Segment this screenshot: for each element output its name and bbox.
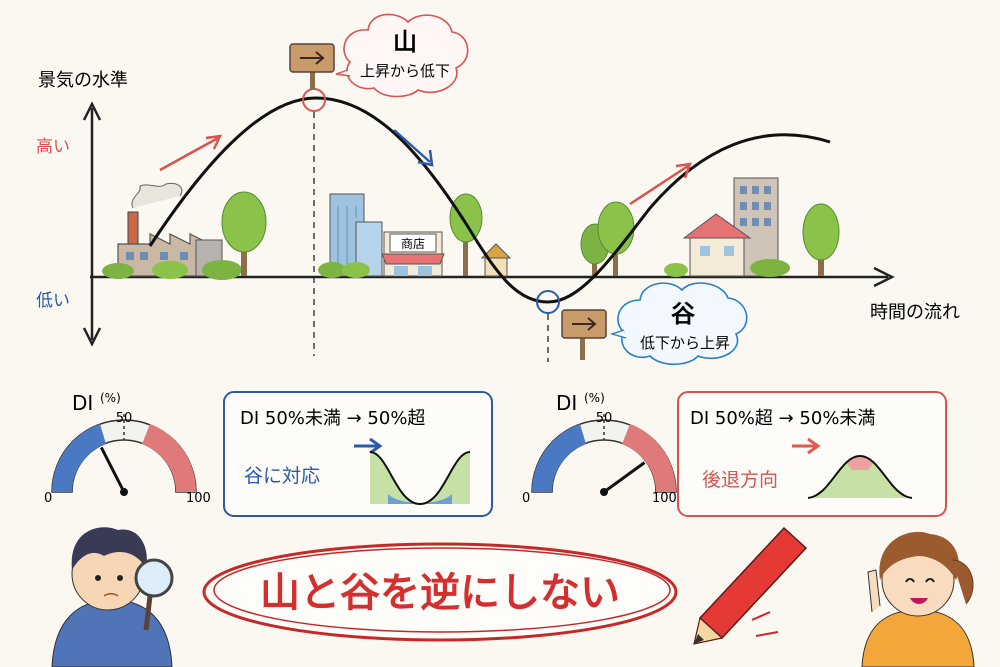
peak-box-top bbox=[846, 457, 874, 470]
pencil-icon bbox=[693, 526, 808, 645]
right-gauge-min: 0 bbox=[522, 491, 530, 506]
shop-window bbox=[394, 266, 408, 276]
factory-window bbox=[180, 252, 188, 260]
girl-pointing bbox=[861, 531, 975, 667]
peak-explanation-box: DI 50%超 → 50%未満 後退方向 bbox=[677, 391, 947, 517]
peak-box-curve bbox=[807, 454, 913, 499]
factory-window bbox=[160, 252, 168, 260]
left-gauge-mid: 50 bbox=[116, 411, 133, 426]
bush bbox=[152, 261, 188, 279]
peak-box-caption: 後退方向 bbox=[702, 469, 778, 491]
magnifying-glass-icon bbox=[134, 558, 174, 598]
x-axis-title: 時間の流れ bbox=[870, 302, 960, 323]
trough-box-fill bbox=[370, 452, 470, 504]
left-gauge-title: DI bbox=[72, 391, 93, 415]
left-gauge-blue-zone bbox=[51, 424, 106, 492]
shop-signboard bbox=[389, 233, 437, 253]
factory-chimney bbox=[127, 211, 139, 249]
y-low-label: 低い bbox=[36, 291, 70, 311]
rising-arrow-left bbox=[159, 136, 219, 172]
girl-shirt bbox=[861, 609, 975, 667]
rising-arrow-right bbox=[629, 164, 689, 206]
business-cycle-curve bbox=[148, 96, 831, 304]
house-body bbox=[689, 237, 745, 277]
trough-box-bottom bbox=[388, 494, 452, 504]
trough-title: 谷 bbox=[671, 300, 696, 328]
trough-box-arrow-icon bbox=[354, 437, 383, 455]
girl-ponytail bbox=[951, 559, 974, 605]
magnifier-handle bbox=[143, 595, 153, 631]
peak-marker: 山 上昇から低下 bbox=[289, 13, 469, 356]
right-gauge-needle bbox=[603, 461, 646, 494]
right-gauge-title: DI bbox=[556, 391, 577, 415]
trough-box-caption: 谷に対応 bbox=[244, 465, 320, 487]
girl-hair bbox=[879, 531, 959, 580]
main-message-banner: 山と谷を逆にしない bbox=[202, 542, 678, 642]
factory-smoke bbox=[131, 183, 183, 209]
bush bbox=[750, 259, 790, 277]
banner-ellipse bbox=[202, 542, 678, 642]
peak-title: 山 bbox=[393, 28, 417, 56]
office-buildings bbox=[318, 193, 383, 278]
left-gauge-needle bbox=[99, 446, 126, 493]
banner-ellipse-inner bbox=[213, 547, 671, 633]
right-gauge-unit: (%) bbox=[584, 391, 605, 405]
trough-marker: 谷 低下から上昇 bbox=[536, 282, 748, 366]
y-high-label: 高い bbox=[36, 137, 70, 157]
bush bbox=[664, 263, 688, 277]
falling-arrow bbox=[393, 129, 431, 163]
trough-sign-arrow-icon bbox=[572, 317, 597, 331]
peak-sign-arrow-icon bbox=[300, 51, 325, 65]
peak-cloud-bubble bbox=[343, 13, 469, 98]
peak-box-arrow-icon bbox=[792, 437, 821, 455]
trough-box-curve bbox=[369, 451, 471, 506]
left-gauge-max: 100 bbox=[186, 491, 211, 506]
bush bbox=[202, 260, 242, 280]
trough-box-frame bbox=[223, 391, 493, 517]
y-axis-arrow-up bbox=[82, 101, 102, 121]
right-di-gauge: DI (%) 0 50 100 bbox=[522, 391, 677, 506]
trough-sign-post bbox=[580, 330, 585, 360]
factory-window bbox=[140, 252, 148, 260]
right-city bbox=[664, 177, 790, 277]
right-gauge-red-zone bbox=[622, 424, 677, 492]
left-gauge-unit: (%) bbox=[100, 391, 121, 405]
shop-illustration: 商店 bbox=[381, 231, 445, 277]
peak-box-fill bbox=[808, 456, 912, 498]
factory-window bbox=[126, 252, 134, 260]
left-gauge-min: 0 bbox=[44, 491, 52, 506]
tree bbox=[221, 191, 267, 276]
trend-arrows bbox=[159, 129, 692, 206]
trough-circle bbox=[536, 290, 560, 314]
trough-description: 低下から上昇 bbox=[640, 334, 730, 352]
right-gauge-mid: 50 bbox=[596, 411, 613, 426]
bush bbox=[342, 262, 370, 278]
boy-hair bbox=[71, 527, 147, 570]
peak-box-rule: DI 50%超 → 50%未満 bbox=[690, 408, 875, 429]
peak-description: 上昇から低下 bbox=[360, 62, 450, 80]
peak-sign-post bbox=[310, 60, 315, 90]
y-axis-title: 景気の水準 bbox=[38, 70, 128, 91]
shop-awning bbox=[381, 253, 445, 265]
right-gauge-max: 100 bbox=[652, 491, 677, 506]
trough-box-rule: DI 50%未満 → 50%超 bbox=[240, 408, 425, 429]
bush bbox=[102, 263, 134, 279]
tree bbox=[802, 203, 840, 276]
banner-text: 山と谷を逆にしない bbox=[260, 570, 620, 616]
x-axis-arrow bbox=[873, 266, 895, 288]
shop-window bbox=[418, 266, 432, 276]
tree bbox=[449, 193, 483, 276]
girl-pointing-hand bbox=[867, 569, 881, 613]
bush bbox=[318, 262, 346, 278]
trough-explanation-box: DI 50%未満 → 50%超 谷に対応 bbox=[223, 391, 493, 517]
left-di-gauge: DI (%) 0 50 100 bbox=[44, 391, 211, 506]
shop-sign-text: 商店 bbox=[401, 236, 425, 251]
y-axis-arrow-down bbox=[82, 327, 102, 347]
left-gauge-red-zone bbox=[142, 424, 197, 492]
boy-with-magnifier bbox=[51, 527, 174, 667]
factory-illustration bbox=[102, 183, 242, 280]
right-gauge-blue-zone bbox=[531, 424, 586, 492]
